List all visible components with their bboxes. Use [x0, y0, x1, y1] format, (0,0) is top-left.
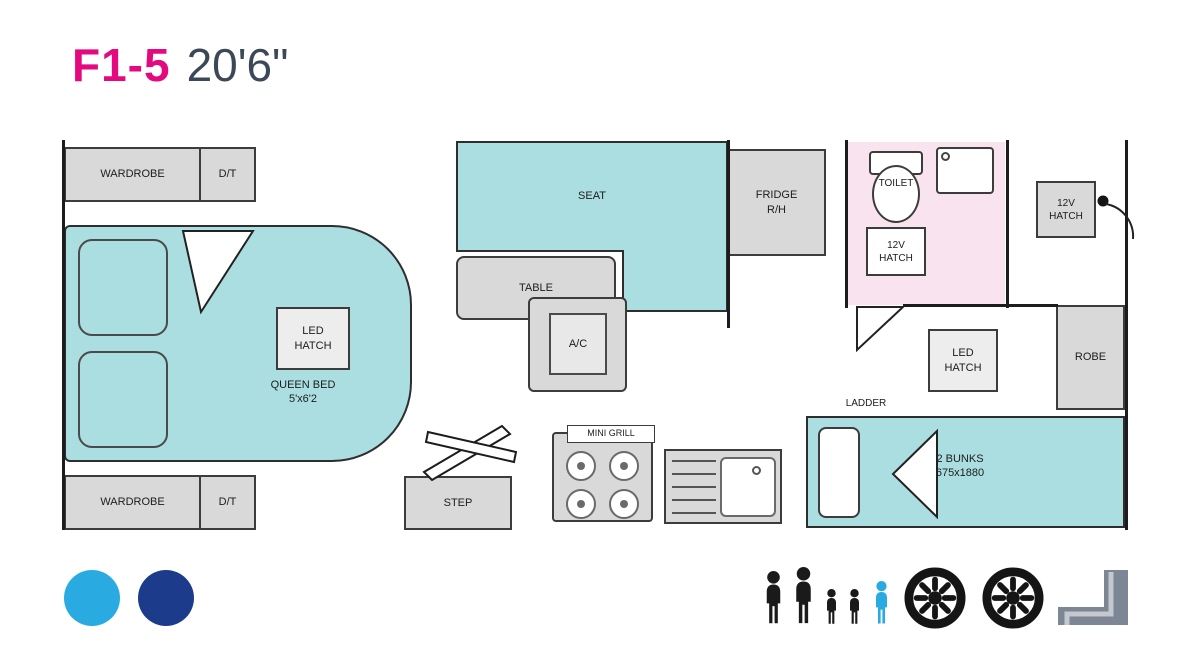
burner-icon [566, 489, 596, 519]
model-code: F1-5 [72, 39, 171, 91]
page-title: F1-5 20'6" [72, 38, 288, 92]
hatch-12v-bathroom-label: 12V HATCH [879, 239, 913, 264]
pillow [78, 239, 168, 336]
air-conditioner-inner: A/C [549, 313, 607, 375]
mini-grill-labelbox: MINI GRILL [567, 425, 655, 443]
hatch-12v-bathroom: 12V HATCH [866, 227, 926, 276]
hatch-12v-entry: 12V HATCH [1036, 181, 1096, 238]
wardrobe-front-label: WARDROBE [100, 168, 165, 181]
seat-area: SEAT [456, 141, 728, 252]
bunk-ladder [818, 427, 860, 518]
fridge: FRIDGE R/H [727, 149, 826, 256]
kitchen-sink [720, 457, 776, 517]
mini-grill-label: MINI GRILL [587, 428, 635, 439]
robe-label: ROBE [1074, 351, 1107, 364]
air-conditioner [528, 297, 627, 392]
entry-step-box: STEP [404, 476, 512, 530]
wall-internal-dinette [727, 140, 730, 328]
led-hatch-front: LED HATCH [276, 307, 350, 370]
tyre-icon [982, 567, 1044, 629]
bathroom-door-leaf-icon [856, 306, 906, 353]
wardrobe-rear: WARDROBE [64, 475, 201, 530]
person-child-icon [850, 589, 859, 624]
step-label: STEP [443, 496, 473, 509]
bathroom-tap-icon [941, 152, 950, 161]
burner-icon [566, 451, 596, 481]
toilet-label: TOILET [878, 178, 914, 189]
wall-left [62, 140, 65, 530]
entry-step-icon [1058, 570, 1128, 625]
person-adult-icon [766, 571, 781, 624]
wall-bathroom-right [1006, 140, 1009, 308]
person-child-highlight-icon [876, 581, 887, 624]
entry-door-swing-icon [1105, 203, 1135, 240]
drainer-lines-icon [672, 460, 716, 516]
seat-area-extension [622, 250, 728, 312]
wardrobe-front: WARDROBE [64, 147, 201, 202]
hatch-12v-entry-label: 12V HATCH [1049, 197, 1083, 222]
entry-door-hinge-icon [1097, 195, 1109, 207]
ladder-label: LADDER [845, 398, 887, 409]
person-child-icon [827, 589, 836, 624]
kitchen-tap-icon [752, 466, 761, 475]
colour-swatch-light-blue [64, 570, 120, 626]
led-hatch-rear: LED HATCH [928, 329, 998, 392]
wardrobe-rear-label: WARDROBE [100, 496, 165, 509]
led-hatch-front-label: LED HATCH [294, 325, 332, 352]
burner-icon [609, 451, 639, 481]
wall-bathroom-bottom [903, 304, 1058, 307]
person-adult-icon [796, 567, 811, 624]
dt-front: D/T [199, 147, 256, 202]
pillow [78, 351, 168, 448]
seat-label: SEAT [578, 190, 606, 203]
dt-front-label: D/T [218, 168, 237, 181]
robe: ROBE [1056, 305, 1125, 410]
ac-label: A/C [568, 337, 588, 350]
colour-swatch-dark-blue [138, 570, 194, 626]
queen-bed-label: QUEEN BED 5'x6'2 [270, 379, 336, 406]
dt-rear-label: D/T [218, 496, 237, 509]
tyre-icon [904, 567, 966, 629]
table-label: TABLE [518, 281, 554, 294]
wall-bathroom-left [845, 140, 848, 308]
toilet-bowl [872, 165, 920, 223]
fridge-label: FRIDGE R/H [755, 189, 798, 216]
model-length: 20'6" [186, 39, 289, 91]
swivel-arm-icon [422, 424, 518, 482]
led-hatch-rear-label: LED HATCH [944, 347, 982, 374]
dt-rear: D/T [199, 475, 256, 530]
burner-icon [609, 489, 639, 519]
bunks-label: 2 BUNKS 675x1880 [935, 453, 985, 480]
wall-right [1125, 140, 1128, 530]
